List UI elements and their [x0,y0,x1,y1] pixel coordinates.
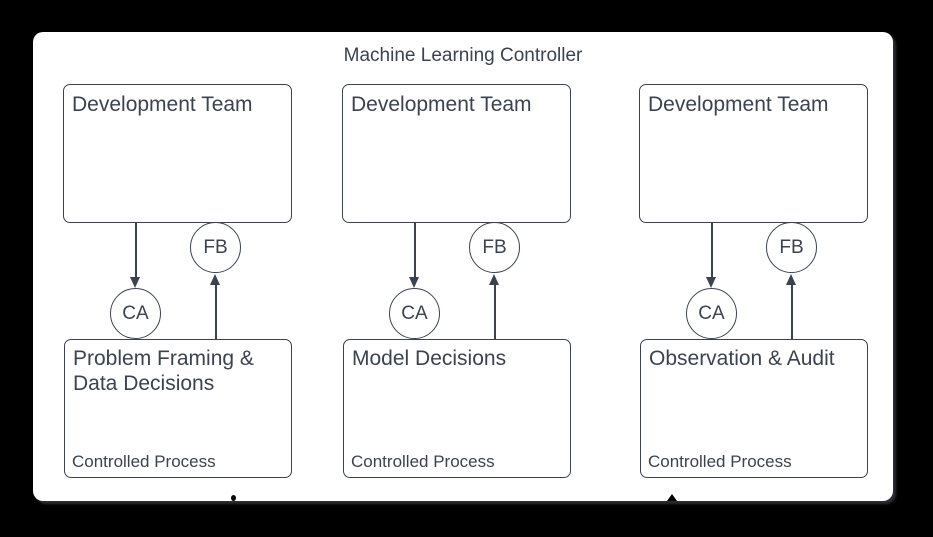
control-action-arrowhead-icon [409,277,419,288]
control-loop-column-1: Development Team CA FB Problem Framing &… [63,32,292,501]
controlled-process-label: Problem Framing & Data Decisions [73,347,254,395]
control-action-label: CA [122,302,149,324]
boundary-edge-arrowhead-icon [667,494,677,501]
feedback-label: FB [482,236,507,258]
control-action-label: CA [401,302,428,324]
control-action-arrow-line [414,223,416,277]
feedback-arrow-line [215,283,217,339]
development-team-label: Development Team [648,93,829,116]
feedback-label: FB [779,236,804,258]
control-loop-column-3: Development Team CA FB Observation & Aud… [639,32,868,501]
feedback-arrow-line [494,283,496,339]
feedback-circle: FB [469,222,520,273]
controlled-process-label: Model Decisions [352,347,507,370]
control-action-arrowhead-icon [130,277,140,288]
control-action-arrow-line [135,223,137,277]
control-action-circle: CA [389,288,440,339]
controller-boundary-panel: Machine Learning Controller Development … [33,32,893,501]
control-action-circle: CA [686,288,737,339]
feedback-arrow-line [791,283,793,339]
controlled-process-box: Problem Framing & Data Decisions Control… [64,339,292,478]
development-team-box: Development Team [342,84,571,223]
control-action-arrow-line [711,223,713,277]
controlled-process-footer: Controlled Process [351,452,495,471]
boundary-edge-dot-artifact [231,495,236,501]
development-team-box: Development Team [639,84,868,223]
control-action-circle: CA [110,288,161,339]
control-action-label: CA [698,302,725,324]
feedback-circle: FB [766,222,817,273]
control-action-arrowhead-icon [706,277,716,288]
controlled-process-box: Observation & Audit Controlled Process [640,339,868,478]
controlled-process-label: Observation & Audit [649,347,835,370]
controlled-process-box: Model Decisions Controlled Process [343,339,571,478]
development-team-label: Development Team [72,93,253,116]
development-team-label: Development Team [351,93,532,116]
control-loop-column-2: Development Team CA FB Model Decisions C… [342,32,571,501]
feedback-arrowhead-icon [210,274,220,285]
controlled-process-footer: Controlled Process [72,452,216,471]
feedback-circle: FB [190,222,241,273]
feedback-arrowhead-icon [786,274,796,285]
development-team-box: Development Team [63,84,292,223]
controlled-process-footer: Controlled Process [648,452,792,471]
feedback-arrowhead-icon [489,274,499,285]
diagram-title: Machine Learning Controller [343,45,583,66]
feedback-label: FB [203,236,228,258]
